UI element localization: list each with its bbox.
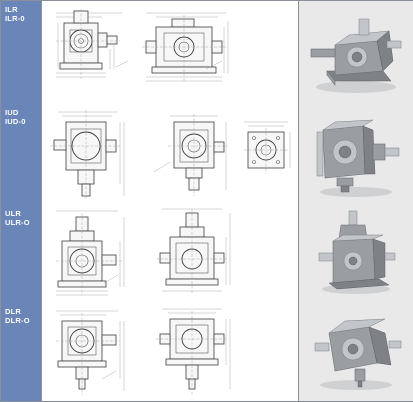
model-variant: IUD-0 — [5, 117, 26, 126]
gearbox-photo-icon — [318, 210, 396, 294]
model-code-label: IUD IUD-0 — [5, 108, 26, 126]
gearbox-photo-icon — [314, 318, 402, 390]
gearbox-photo-icon — [310, 18, 402, 93]
model-code-label: DLR DLR-O — [5, 307, 30, 325]
photo-cell — [298, 1, 413, 104]
model-code: DLR — [5, 307, 22, 316]
model-variant: DLR-O — [5, 316, 30, 325]
drawing-view-front — [56, 210, 125, 296]
photo-cell — [298, 303, 413, 401]
model-label-cell: ILR ILR-0 — [1, 1, 42, 104]
model-code-label: ILR ILR-0 — [5, 5, 25, 23]
model-code: ULR — [5, 209, 22, 218]
catalog-row-iud: IUD IUD-0 — [1, 104, 413, 206]
model-label-cell: DLR DLR-O — [1, 303, 42, 401]
catalog-row-dlr: DLR DLR-O — [1, 303, 413, 401]
photo-cell — [298, 205, 413, 303]
catalog-row-ilr: ILR ILR-0 — [1, 1, 413, 105]
drawing-view-side — [142, 12, 229, 82]
drawing-view-front — [56, 9, 129, 79]
drawing-cell — [42, 104, 298, 205]
model-code: ILR — [5, 5, 18, 14]
model-code: IUD — [5, 108, 19, 117]
model-code-label: ULR ULR-O — [5, 209, 30, 227]
drawing-cell — [42, 205, 298, 303]
technical-drawing-icon — [56, 308, 231, 395]
model-label-cell: IUD IUD-0 — [1, 104, 42, 205]
photo-cell — [298, 104, 413, 205]
technical-drawing-icon — [50, 110, 291, 200]
gearbox-photo-icon — [316, 119, 400, 197]
drawing-view-top — [244, 121, 291, 174]
drawing-view-front — [56, 310, 125, 395]
model-variant: ULR-O — [5, 218, 30, 227]
drawing-view-side — [156, 308, 231, 395]
model-variant: ILR-0 — [5, 14, 25, 23]
model-label-cell: ULR ULR-O — [1, 205, 42, 303]
technical-drawing-icon — [56, 208, 231, 296]
catalog-row-ulr: ULR ULR-O — [1, 205, 413, 304]
technical-drawing-icon — [56, 9, 229, 82]
drawing-cell — [42, 303, 298, 401]
drawing-view-side — [156, 208, 231, 293]
drawing-view-front — [50, 110, 125, 200]
drawing-cell — [42, 1, 298, 104]
drawing-view-side — [153, 114, 228, 196]
